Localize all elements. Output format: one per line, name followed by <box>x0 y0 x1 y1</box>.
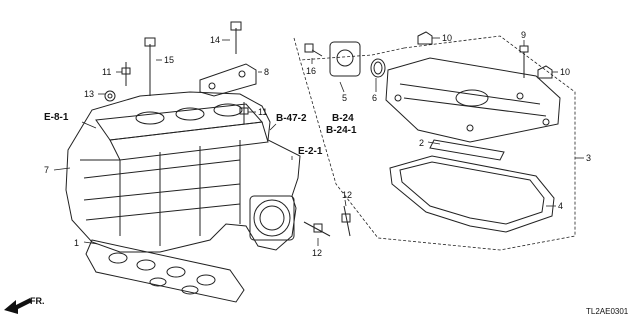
callout-13: 13 <box>84 89 94 99</box>
callout-3: 3 <box>586 153 591 163</box>
manifold-gasket <box>85 239 245 303</box>
callout-5: 5 <box>342 93 347 103</box>
callout-11-left: 11 <box>102 67 111 77</box>
bolt-15 <box>144 37 156 96</box>
callout-11-right: 11 <box>258 107 267 117</box>
head-cover-gasket-4 <box>389 155 555 233</box>
stud-12-upper <box>341 205 351 237</box>
stud-11-left <box>121 62 131 86</box>
callout-14: 14 <box>210 35 220 45</box>
callout-9: 9 <box>521 30 526 40</box>
callout-6: 6 <box>372 93 377 103</box>
intake-manifold <box>65 91 301 253</box>
bolt-14 <box>230 21 242 54</box>
diagram-code: TL2AE0301 <box>586 307 629 316</box>
callout-16: 16 <box>306 66 316 76</box>
valve-5 <box>329 41 361 77</box>
front-direction-indicator: FR. <box>4 296 45 314</box>
callout-12-upper: 12 <box>342 190 352 200</box>
head-cover-assembly-box <box>293 35 576 251</box>
spacer-2 <box>429 139 505 161</box>
callout-12-lower: 12 <box>312 248 322 258</box>
ref-e-8-1: E-8-1 <box>44 112 69 123</box>
callout-7: 7 <box>44 165 49 175</box>
reference-codes: E-8-1 B-47-2 B-24 B-24-1 E-2-1 <box>44 112 357 157</box>
front-arrow-icon <box>4 298 32 314</box>
callout-15: 15 <box>164 55 174 65</box>
ref-e-2-1: E-2-1 <box>298 146 323 157</box>
ref-b-24: B-24 <box>332 113 354 124</box>
ref-b-24-1: B-24-1 <box>326 125 357 136</box>
callout-10-right: 10 <box>560 67 570 77</box>
o-ring-6 <box>370 58 386 78</box>
ref-b-47-2: B-47-2 <box>276 113 307 124</box>
callout-4: 4 <box>558 201 563 211</box>
callout-2: 2 <box>419 138 424 148</box>
cap-10-right <box>537 65 553 79</box>
callout-1: 1 <box>74 238 79 248</box>
bolt-16 <box>304 43 323 57</box>
front-label: FR. <box>30 296 45 306</box>
stud-11-right <box>239 102 249 124</box>
stud-12-lower <box>303 221 331 237</box>
callout-numbers: 1 2 3 4 5 6 7 8 9 10 10 11 11 12 12 13 1… <box>44 30 591 258</box>
nut-13 <box>104 90 116 102</box>
callout-8: 8 <box>264 67 269 77</box>
head-cover <box>385 57 561 143</box>
leader-lines <box>53 37 584 246</box>
callout-10-left: 10 <box>442 33 452 43</box>
bracket-8 <box>199 63 257 97</box>
cap-10-left <box>417 31 433 45</box>
